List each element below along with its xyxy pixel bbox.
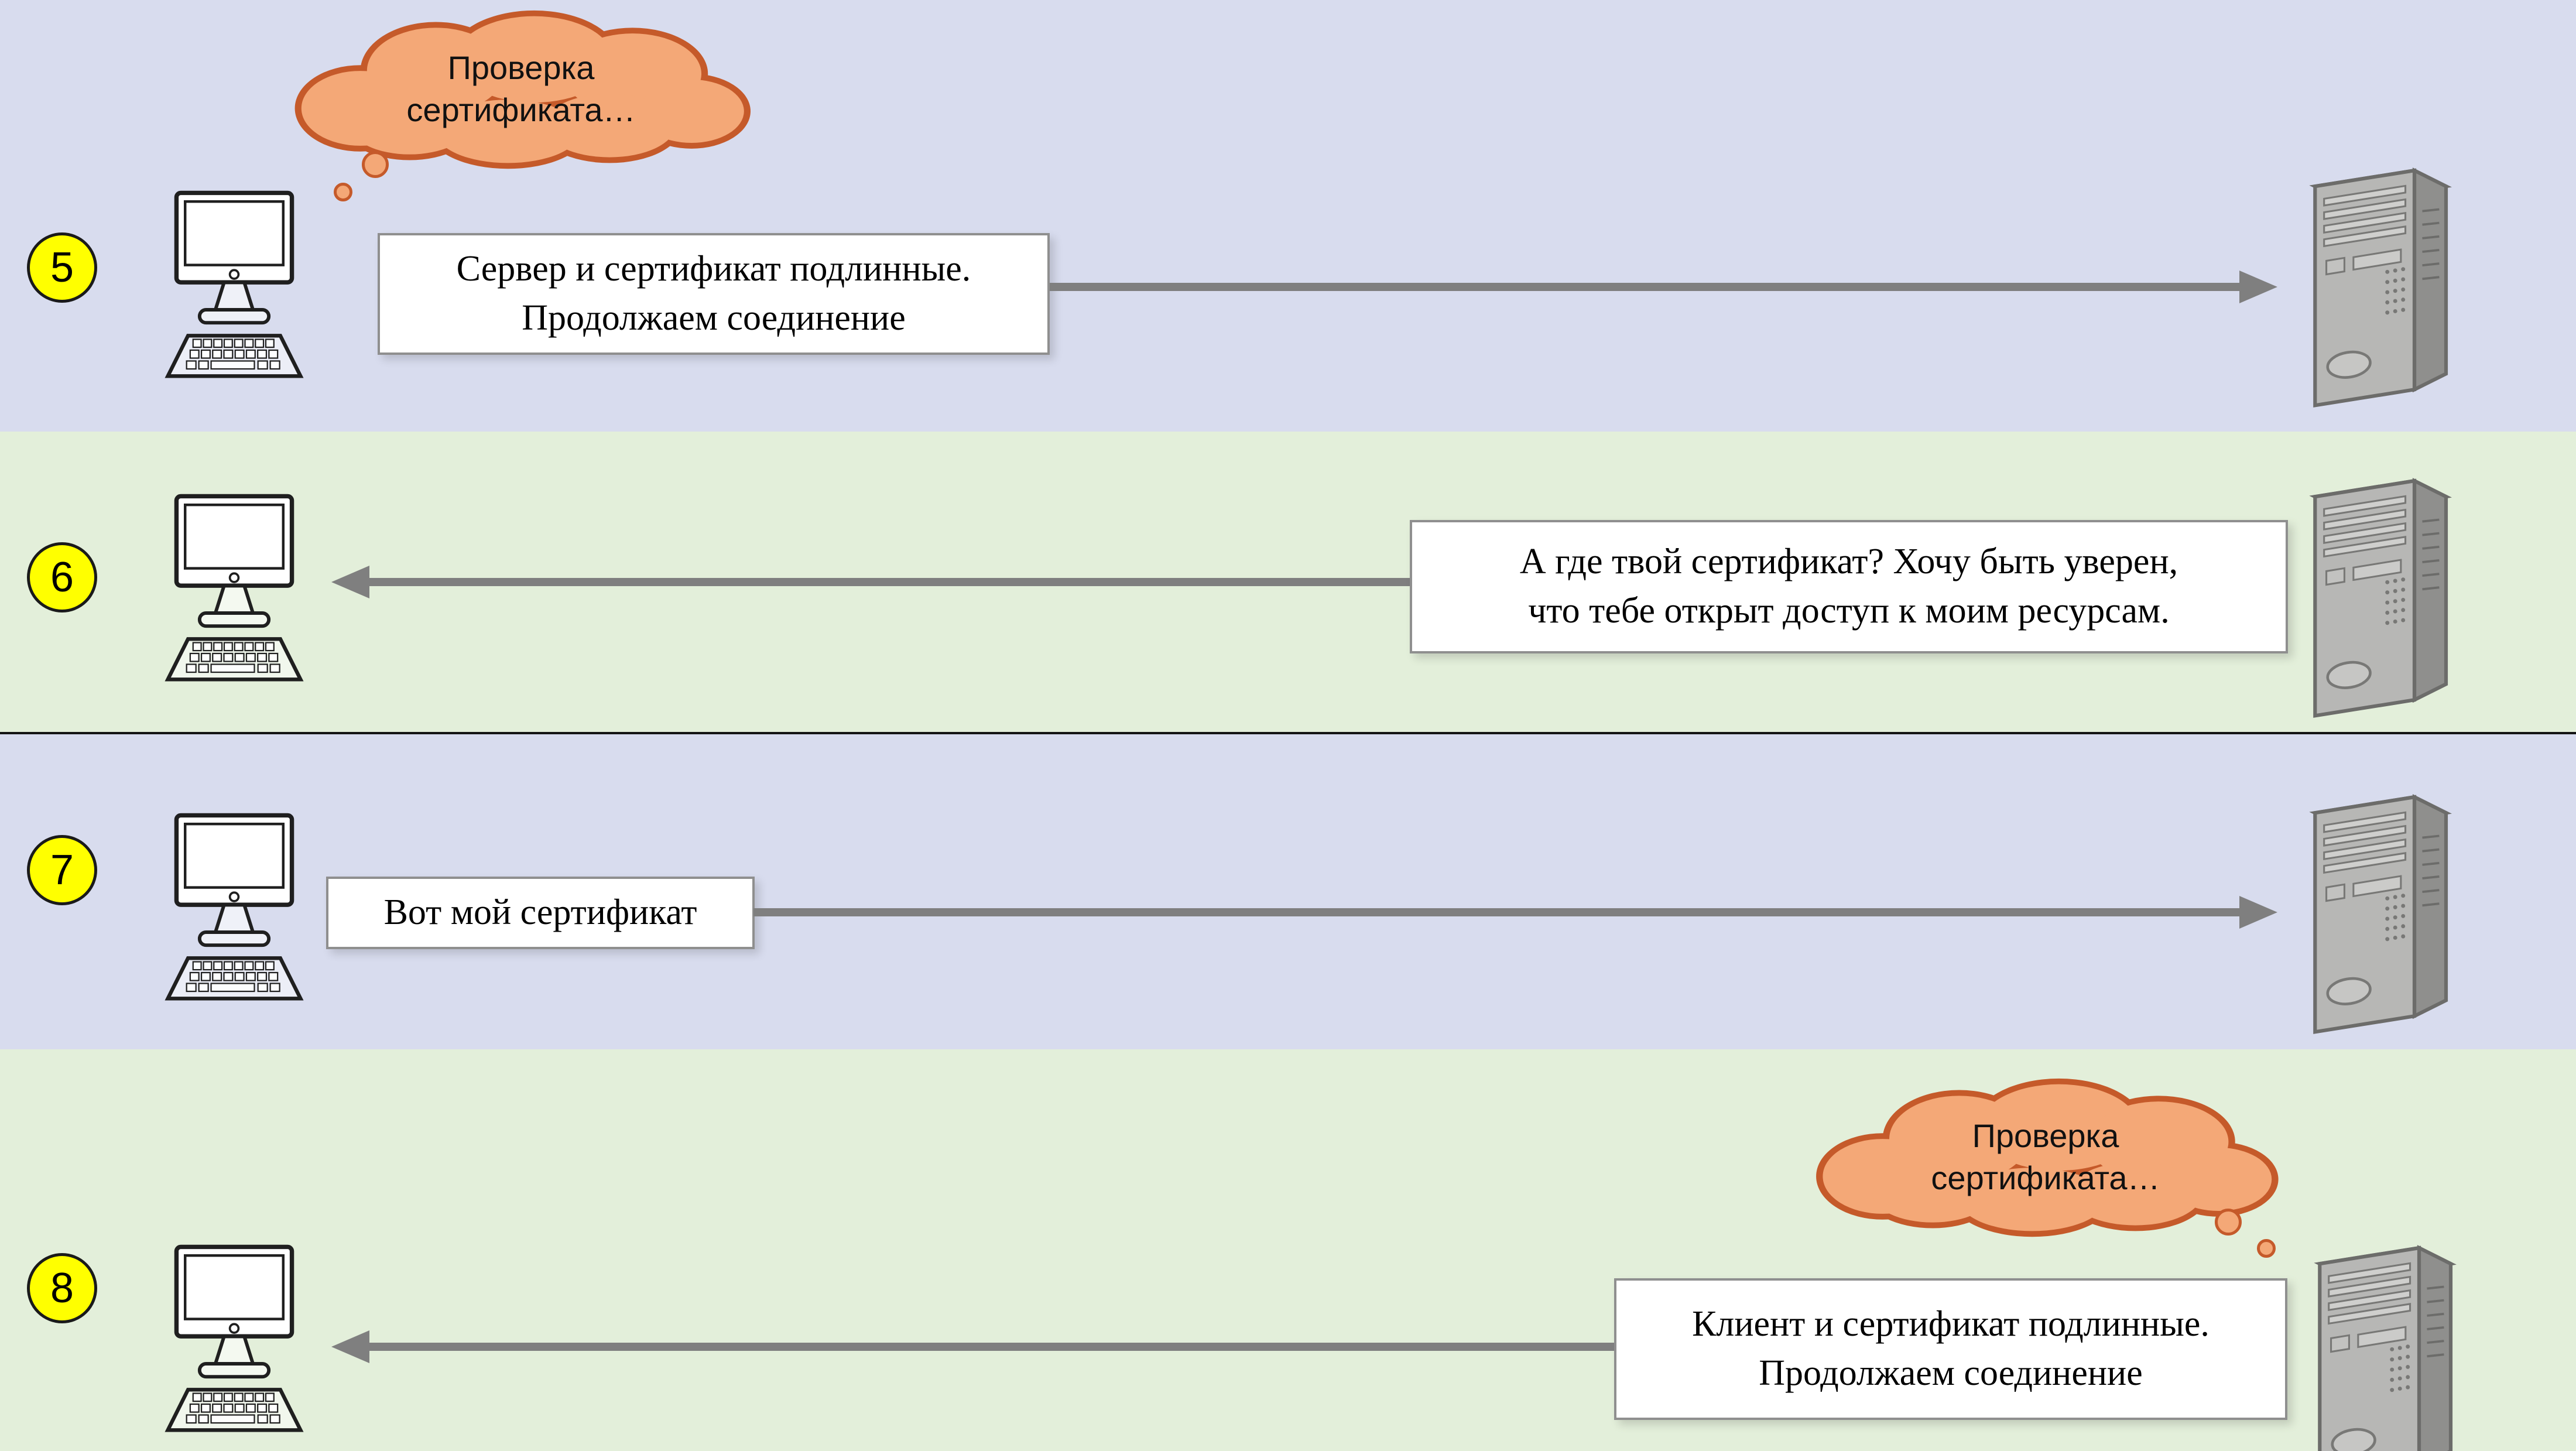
cloud-shape-icon bbox=[1816, 1078, 2279, 1237]
thought-bubble-dot bbox=[362, 151, 389, 178]
client-computer-icon-7 bbox=[146, 811, 322, 1013]
message-box-5: Сервер и сертификат подлинные. Продолжае… bbox=[378, 233, 1050, 355]
client-computer-icon-5 bbox=[146, 189, 322, 391]
thought-cloud-5: Проверка сертификата… bbox=[275, 5, 767, 177]
server-icon-5 bbox=[2301, 157, 2465, 410]
step-badge-8: 8 bbox=[27, 1253, 97, 1323]
server-icon-6 bbox=[2301, 467, 2465, 720]
thought-text-5: Проверка сертификата… bbox=[406, 49, 636, 128]
step-badge-6: 6 bbox=[27, 542, 97, 612]
arrow-left-icon-6 bbox=[331, 566, 1411, 598]
arrow-right-icon-5 bbox=[1050, 271, 2277, 303]
message-box-8: Клиент и сертификат подлинные. Продолжае… bbox=[1614, 1278, 2287, 1420]
message-box-7: Вот мой сертификат bbox=[326, 877, 755, 949]
arrow-left-icon-8 bbox=[331, 1330, 1614, 1363]
client-computer-icon-8 bbox=[146, 1243, 322, 1445]
step-badge-5: 5 bbox=[27, 232, 97, 303]
thought-cloud-8: Проверка сертификата… bbox=[1796, 1073, 2295, 1245]
server-icon-7 bbox=[2301, 783, 2465, 1036]
client-computer-icon-6 bbox=[146, 492, 322, 694]
server-icon-8 bbox=[2306, 1234, 2469, 1451]
thought-bubble-dot bbox=[334, 183, 352, 201]
cloud-shape-icon bbox=[294, 10, 751, 169]
thought-bubble-dot bbox=[2215, 1209, 2242, 1236]
message-box-6: А где твой сертификат? Хочу быть уверен,… bbox=[1410, 520, 2288, 653]
thought-bubble-dot bbox=[2257, 1239, 2276, 1258]
step-badge-7: 7 bbox=[27, 835, 97, 905]
thought-text-8: Проверка сертификата… bbox=[1931, 1117, 2160, 1196]
arrow-right-icon-7 bbox=[753, 896, 2277, 929]
